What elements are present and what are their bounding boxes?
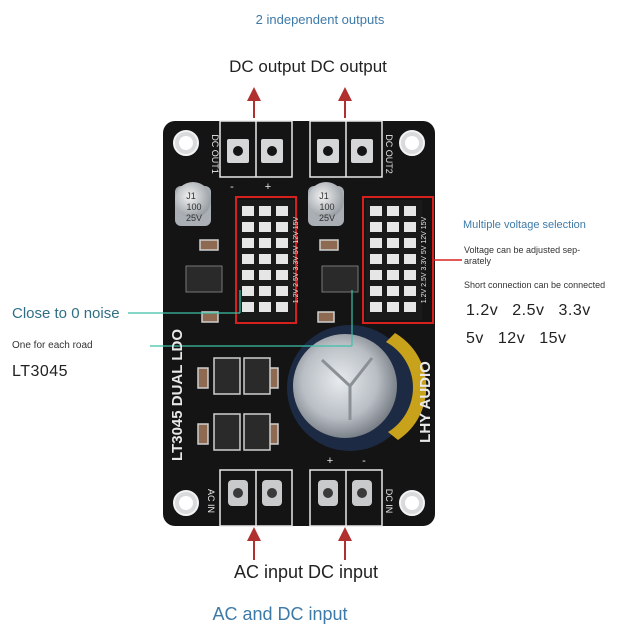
jumper-pad (387, 286, 399, 296)
jumper-pad (242, 254, 254, 264)
title-independent-outputs: 2 independent outputs (255, 12, 385, 27)
jumper-pad (259, 206, 271, 216)
jumper-pad (242, 302, 254, 312)
voltage-selection-title: Multiple voltage selection (463, 219, 586, 231)
plus-sign: + (265, 181, 271, 193)
jumper-voltage-labels: 1.2V 2.5V 3.3V 5V 12V 15V (293, 216, 300, 303)
jumper-pad (242, 222, 254, 232)
jumper-pad (404, 238, 416, 248)
adjustable-note: Voltage can be adjusted sep-arately (464, 245, 581, 266)
voltage-option: 2.5v (512, 302, 545, 319)
voltage-highlight-1 (235, 196, 297, 324)
short-connection-note: Short connection can be connected (464, 280, 606, 290)
jumper-pad (259, 238, 271, 248)
brand-right: LHY AUDIO (417, 361, 434, 443)
plus-sign: + (327, 455, 333, 467)
jumper-pad (387, 222, 399, 232)
cap-marking: 100 (319, 202, 334, 212)
jumper-pad (404, 254, 416, 264)
jumper-block-2 (366, 200, 422, 320)
jumper-pad (276, 286, 288, 296)
voltage-option: 15v (539, 330, 567, 347)
label-dc-in: DC IN (384, 489, 394, 514)
jumper-pad (370, 270, 382, 280)
voltage-row-2: 5v 12v 15v (466, 330, 581, 348)
jumper-pad (242, 206, 254, 216)
jumper-pad (387, 238, 399, 248)
brand-left: LT3045 DUAL LDO (169, 329, 186, 461)
footer-title: AC and DC input (212, 604, 348, 624)
input-labels: AC input DC input (233, 562, 379, 582)
jumper-pad (404, 286, 416, 296)
jumper-pad (387, 270, 399, 280)
label-dc-out2: DC OUT2 (384, 134, 394, 174)
jumper-pad (259, 222, 271, 232)
minus-sign: - (230, 181, 234, 193)
jumper-pad (404, 222, 416, 232)
minus-sign: - (362, 455, 366, 467)
jumper-pad (276, 302, 288, 312)
jumper-pad (404, 302, 416, 312)
jumper-pad (276, 270, 288, 280)
cap-marking: 25V (186, 213, 202, 223)
jumper-pad (259, 254, 271, 264)
voltage-option: 1.2v (466, 302, 499, 319)
jumper-pad (259, 270, 271, 280)
jumper-pad (370, 206, 382, 216)
jumper-pad (387, 254, 399, 264)
jumper-pad (387, 302, 399, 312)
jumper-pad (242, 238, 254, 248)
jumper-pad (276, 238, 288, 248)
road-note: One for each road (12, 340, 93, 351)
ldo-chips (185, 265, 359, 293)
small-capacitors (175, 182, 344, 226)
jumper-pad (259, 302, 271, 312)
label-dc-out1: DC OUT1 (210, 134, 220, 174)
jumper-pad (276, 222, 288, 232)
noise-note: Close to 0 noise (12, 305, 120, 322)
jumper-pad (370, 286, 382, 296)
jumper-voltage-labels: 1.2V 2.5V 3.3V 5V 12V 15V (421, 216, 428, 303)
chip-name: LT3045 (12, 363, 69, 380)
cap-marking: J1 (319, 191, 329, 201)
jumper-pad (404, 270, 416, 280)
jumper-pad (276, 254, 288, 264)
large-capacitor (287, 325, 427, 451)
voltage-option: 3.3v (558, 302, 591, 319)
label-ac-in: AC IN (206, 489, 216, 513)
jumper-pad (370, 254, 382, 264)
jumper-pad (387, 206, 399, 216)
jumper-pad (242, 286, 254, 296)
jumper-pad (370, 302, 382, 312)
smd-inductors (213, 357, 271, 451)
jumper-pad (242, 270, 254, 280)
dc-output-label: DC output DC output (229, 57, 387, 76)
voltage-row-1: 1.2v 2.5v 3.3v (466, 302, 605, 320)
jumper-pad (259, 286, 271, 296)
jumper-block-1 (238, 200, 294, 320)
jumper-pad (370, 222, 382, 232)
cap-marking: 25V (319, 213, 335, 223)
jumper-pad (370, 238, 382, 248)
jumper-pad (276, 206, 288, 216)
voltage-option: 12v (497, 330, 526, 347)
voltage-option: 5v (466, 330, 484, 347)
jumper-pad (404, 206, 416, 216)
cap-marking: 100 (186, 202, 201, 212)
cap-marking: J1 (186, 191, 196, 201)
